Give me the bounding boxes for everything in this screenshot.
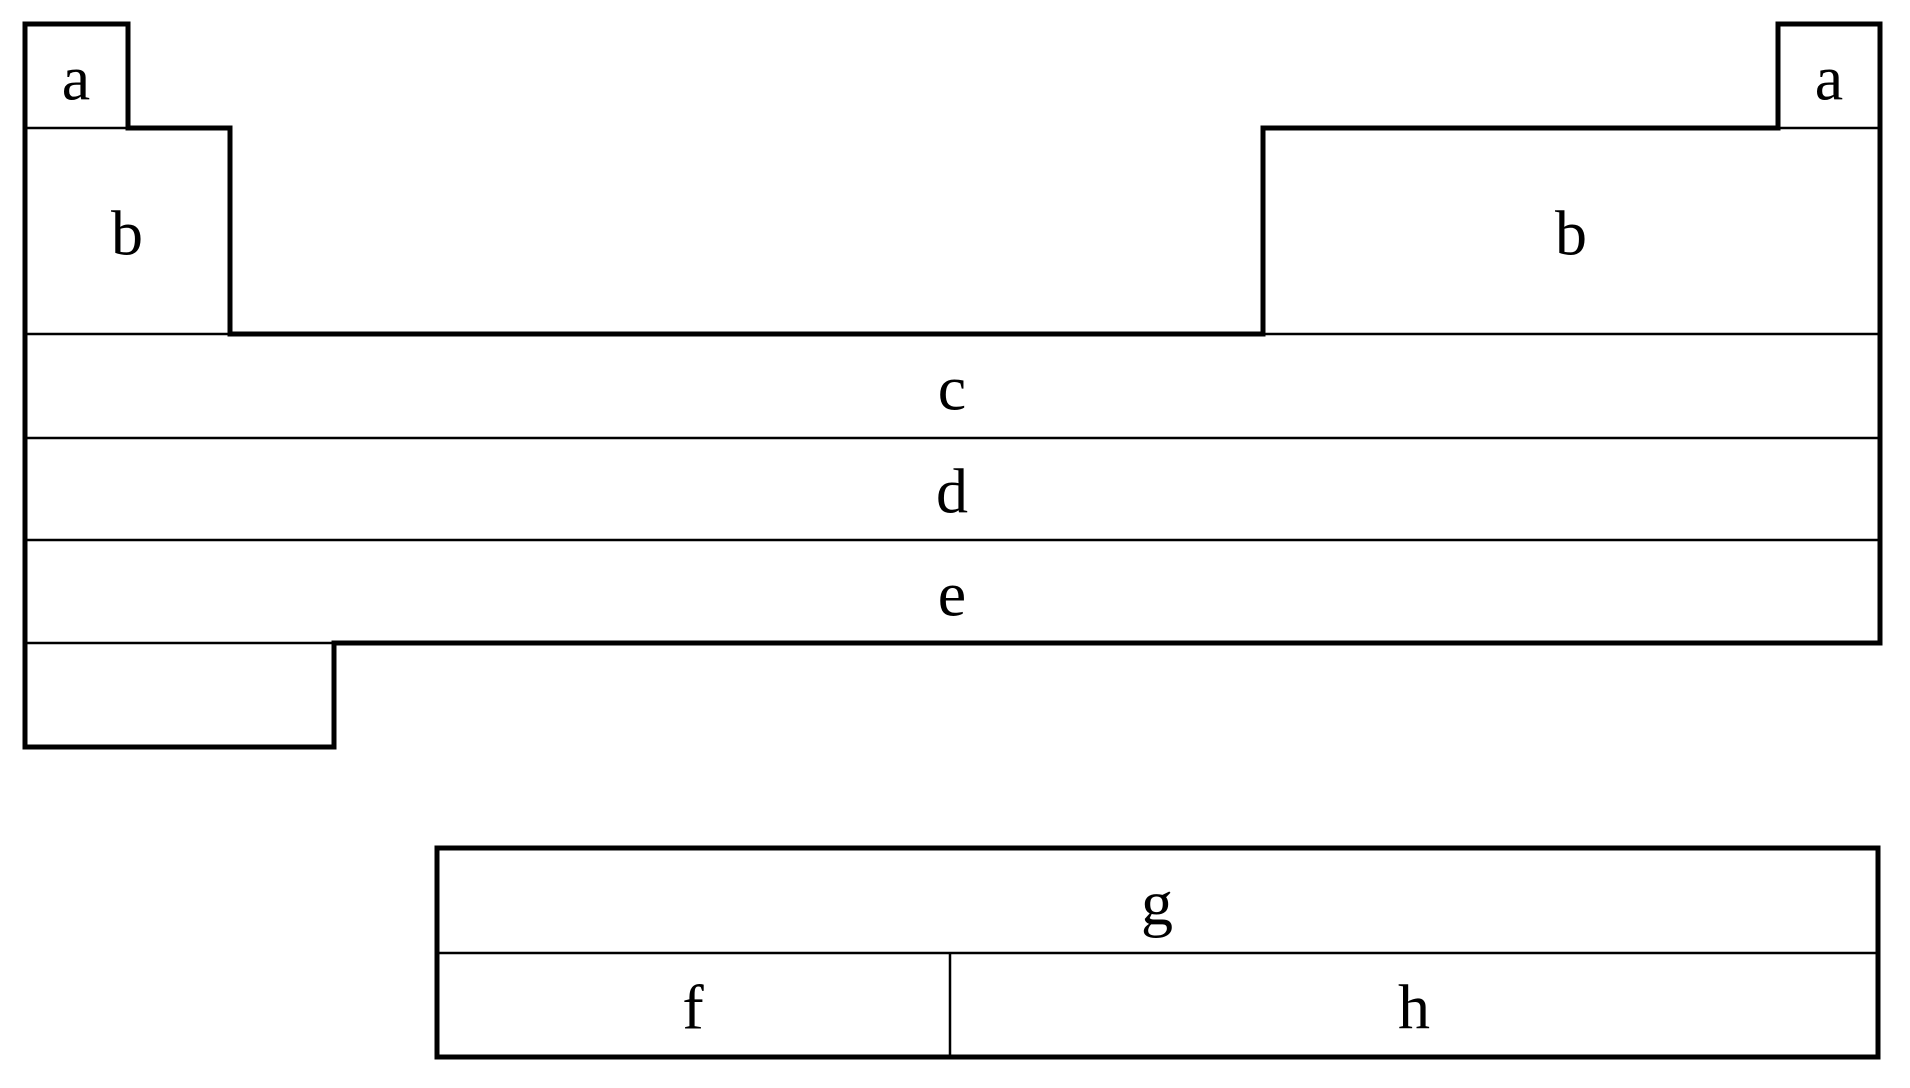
label-a-left: a [62, 43, 90, 114]
label-cell-f: f [682, 972, 704, 1043]
label-row-e: e [938, 559, 966, 630]
label-a-right: a [1815, 43, 1843, 114]
label-row-g: g [1141, 868, 1173, 939]
label-b-left: b [111, 198, 143, 269]
label-row-c: c [938, 353, 966, 424]
label-cell-h: h [1398, 972, 1430, 1043]
region-bottom-left-cell [25, 643, 334, 747]
label-b-right: b [1555, 198, 1587, 269]
label-row-d: d [936, 456, 968, 527]
